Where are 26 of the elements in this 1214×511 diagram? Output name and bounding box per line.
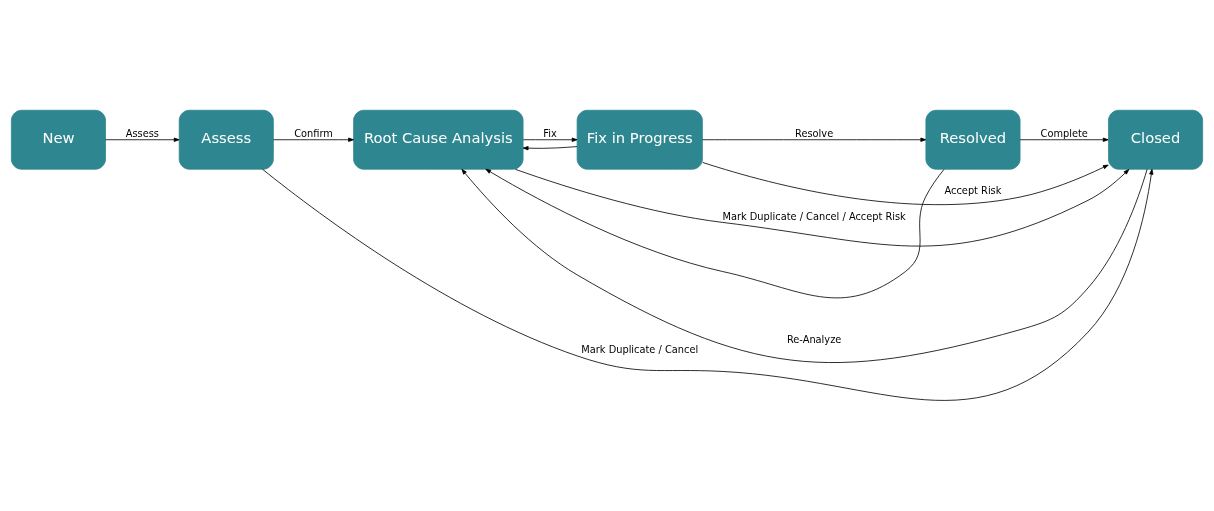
edge-label: Complete	[1040, 127, 1088, 139]
arrow	[702, 162, 1109, 206]
edge-label: Confirm	[294, 127, 333, 139]
arrow	[461, 168, 1148, 363]
arrow	[522, 146, 578, 151]
node-box: Closed	[1108, 109, 1204, 170]
arrow	[105, 137, 180, 142]
node-box: Resolved	[925, 109, 1021, 170]
edge-label: Resolve	[795, 127, 834, 139]
edge-label: Re-Analyze	[786, 334, 842, 346]
arrow	[515, 168, 1130, 247]
node-box: Assess	[178, 109, 274, 170]
node-box: Fix in Progress	[576, 109, 703, 170]
edge-label: Mark Duplicate / Cancel	[581, 344, 699, 356]
edge-label: Mark Duplicate / Cancel / Accept Risk	[722, 210, 906, 222]
arrow	[485, 168, 945, 299]
arrow	[262, 168, 1154, 401]
node-box: New	[10, 109, 106, 170]
arrow	[522, 137, 578, 142]
arrow	[702, 137, 927, 142]
node-box: Root Cause Analysis	[353, 109, 524, 170]
arrow	[273, 137, 354, 142]
edge-label: Fix	[543, 127, 557, 139]
edge-label: Accept Risk	[944, 185, 1002, 197]
edge-label: Assess	[125, 127, 159, 139]
arrow	[1019, 137, 1109, 142]
